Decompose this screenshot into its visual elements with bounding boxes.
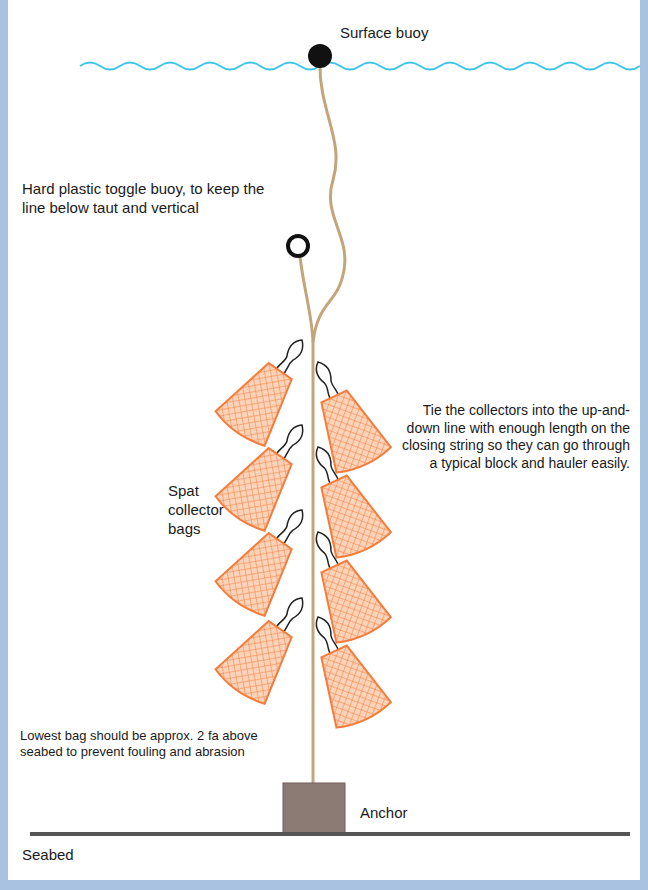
water-surface [80,63,640,70]
up-and-down-line [312,342,315,785]
toggle-buoy-label: Hard plastic toggle buoy, to keep the li… [22,180,277,218]
lowest-bag-note: Lowest bag should be approx. 2 fa above … [20,728,270,761]
surface-buoy [308,44,332,68]
seabed-label: Seabed [22,846,142,865]
bags-label: Spat collector bags [168,482,258,538]
tie-note: Tie the collectors into the up-and-down … [392,402,630,472]
seabed-line [30,832,630,836]
toggle-buoy [288,236,308,256]
buoy-label: Surface buoy [340,24,540,43]
buoy-line [313,60,345,342]
toggle-line [300,257,313,342]
spat-bags [213,323,393,732]
panel [8,0,640,880]
anchor-block [283,783,345,833]
anchor-label: Anchor [360,804,480,823]
